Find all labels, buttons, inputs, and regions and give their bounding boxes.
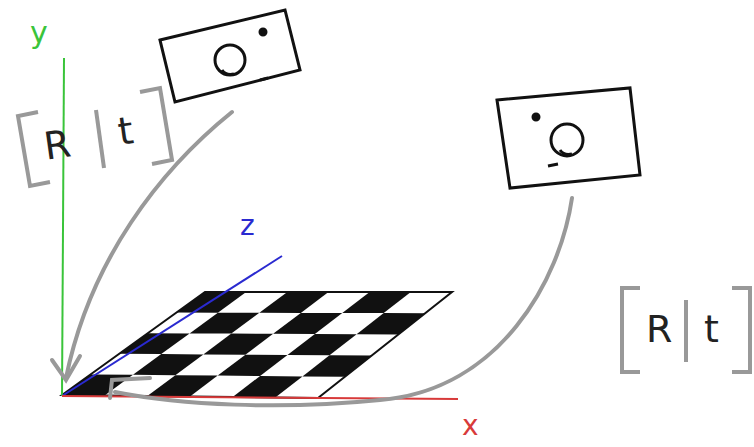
transform-arrow <box>52 112 232 380</box>
checkerboard <box>62 292 425 398</box>
matrix-bracket <box>18 88 172 186</box>
checker-cell <box>233 376 303 398</box>
matrix-symbol: R <box>646 310 672 348</box>
checker-cell <box>287 334 356 355</box>
camera-symbol <box>497 88 640 188</box>
matrix-bracket <box>622 288 750 372</box>
checker-cell <box>133 354 203 375</box>
checker-cell <box>357 313 426 334</box>
matrix-symbol: t <box>704 310 719 348</box>
axis-label: x <box>462 412 479 440</box>
checker-cell <box>147 375 217 396</box>
axis-label: y <box>30 18 48 48</box>
checker-cell <box>259 292 328 313</box>
z-axis <box>62 256 282 396</box>
checker-cell <box>218 355 288 376</box>
checker-cell <box>273 313 342 334</box>
matrix-symbol: t <box>115 111 135 151</box>
checker-cell <box>342 292 411 313</box>
y-axis <box>62 58 64 396</box>
checker-cell <box>302 355 371 377</box>
matrix-symbol: R <box>41 124 72 165</box>
checker-cell <box>176 292 246 313</box>
transform-arrow <box>110 198 572 405</box>
checkerboard-outline <box>62 292 452 398</box>
checker-cell <box>190 313 260 334</box>
axis-label: z <box>240 212 255 240</box>
checker-cell <box>203 334 273 355</box>
camera-symbol <box>160 10 300 102</box>
